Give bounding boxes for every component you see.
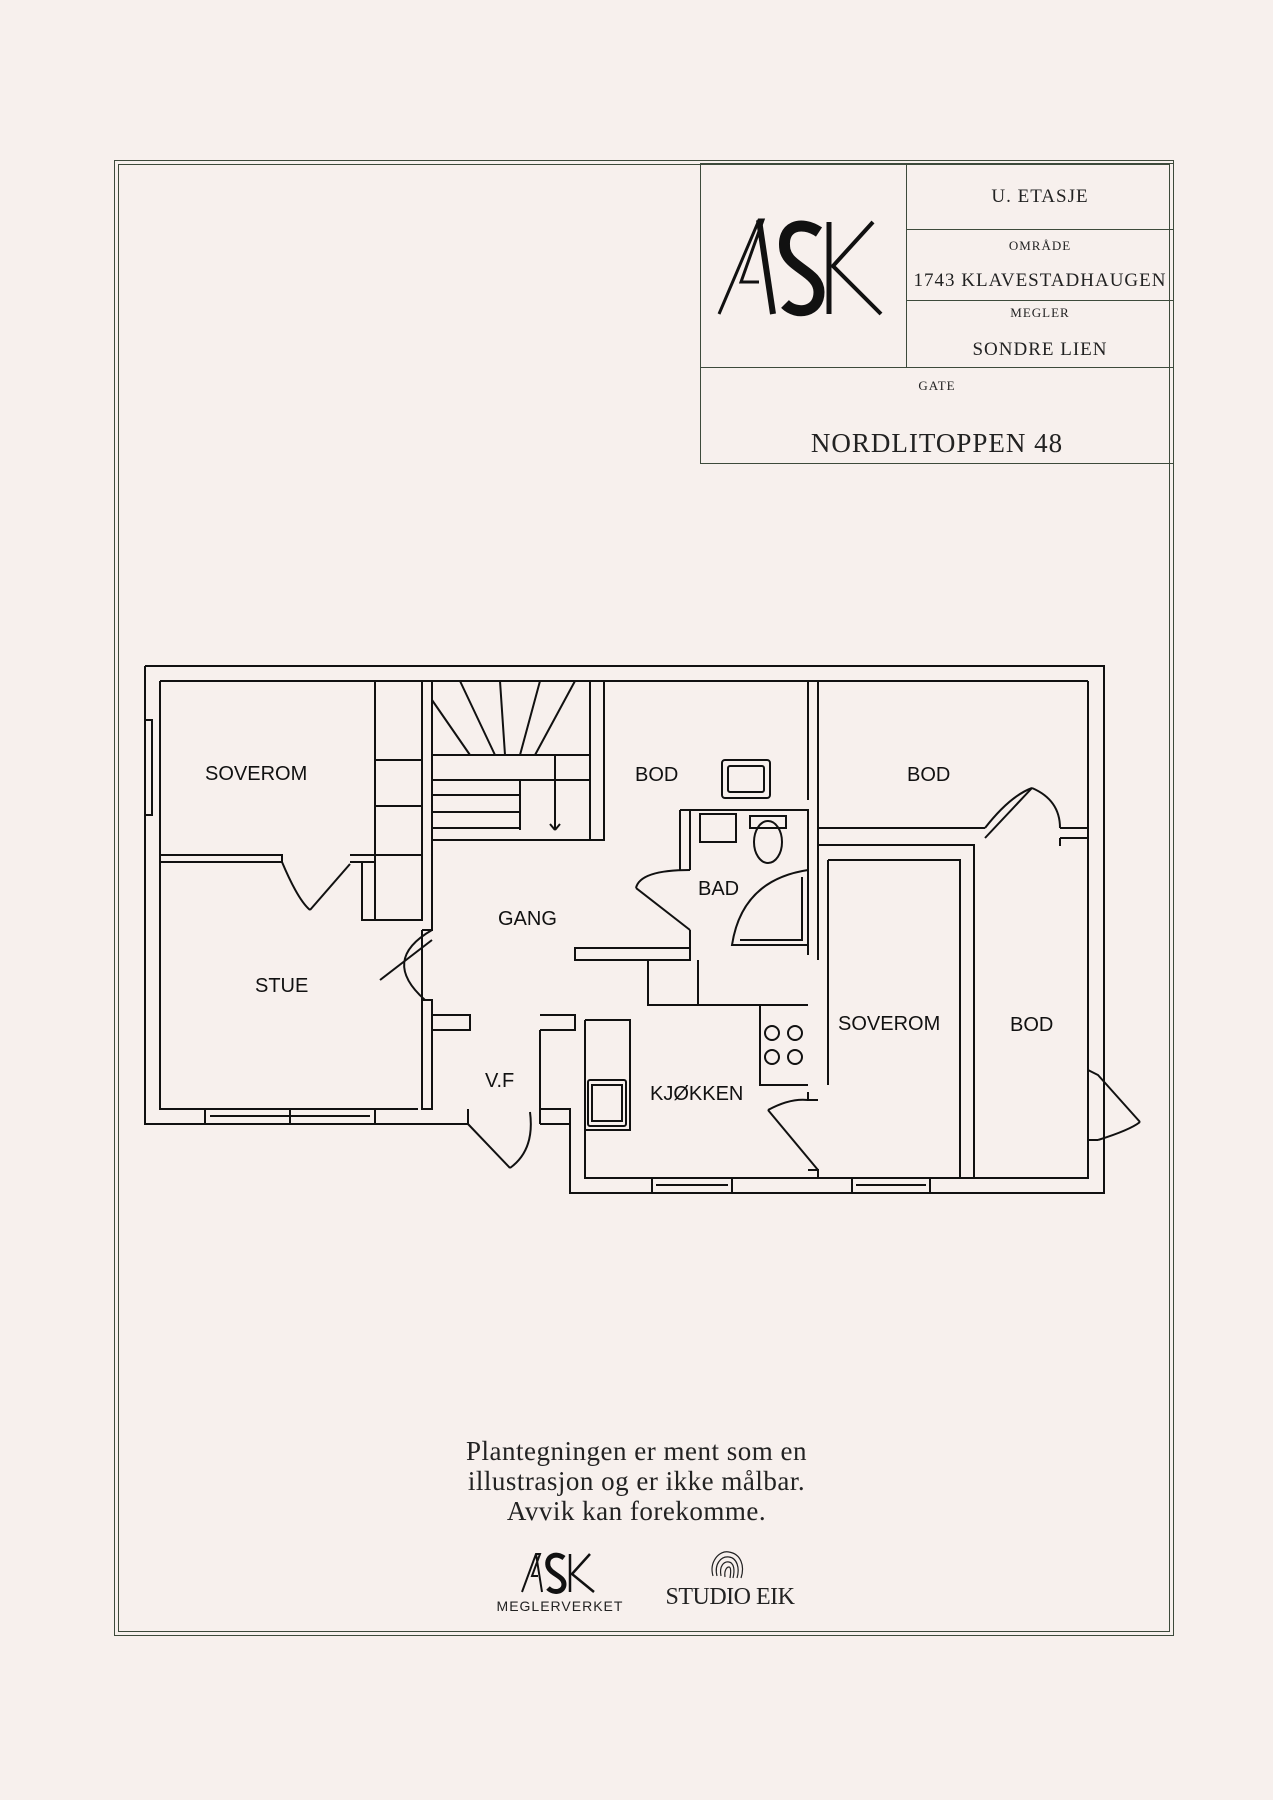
area-cell: OMRÅDE 1743 KLAVESTADHAUGEN — [906, 229, 1174, 301]
room-label-gang: GANG — [498, 908, 557, 930]
disclaimer-line-1: Plantegningen er ment som en — [466, 1436, 807, 1466]
room-label-kjokken: KJØKKEN — [650, 1083, 743, 1105]
disclaimer-line-3: Avvik kan forekomme. — [506, 1496, 767, 1526]
floor-label: U. ETASJE — [991, 186, 1089, 207]
room-label-bad: BAD — [698, 878, 739, 900]
street-label: GATE — [918, 378, 956, 393]
disclaimer: Plantegningen er ment som en illustrasjo… — [0, 1436, 1273, 1526]
room-label-bod-3: BOD — [1010, 1014, 1053, 1036]
room-label-bod-2: BOD — [907, 764, 950, 786]
footer-ask-mark — [521, 1552, 595, 1594]
footer-ask-sub: MEGLERVERKET — [496, 1598, 624, 1614]
room-label-stue: STUE — [255, 975, 308, 997]
broker-value: SONDRE LIEN — [972, 339, 1108, 360]
street-cell: GATE NORDLITOPPEN 48 — [700, 367, 1174, 464]
street-value: NORDLITOPPEN 48 — [810, 428, 1064, 458]
disclaimer-line-2: illustrasjon og er ikke målbar. — [467, 1466, 806, 1496]
footer-studio: STUDIO EIK — [665, 1584, 795, 1610]
outer-wall — [145, 665, 1105, 1194]
fingerprint-icon — [711, 1551, 744, 1579]
room-label-soverom-1: SOVEROM — [205, 763, 307, 785]
area-value: 1743 KLAVESTADHAUGEN — [913, 270, 1167, 291]
room-label-vf: V.F — [485, 1070, 514, 1092]
broker-label: MEGLER — [1010, 305, 1070, 320]
ask-logo — [717, 218, 883, 317]
room-label-soverom-2: SOVEROM — [838, 1013, 940, 1035]
area-label: OMRÅDE — [1008, 238, 1072, 253]
page-frame — [114, 160, 1174, 1636]
room-label-bod-1: BOD — [635, 764, 678, 786]
